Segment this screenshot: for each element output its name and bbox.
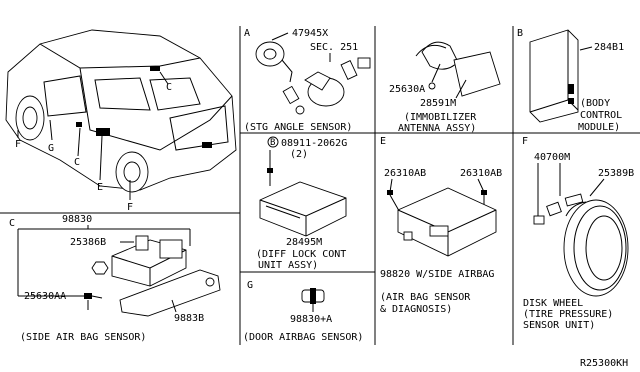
part-28591m: 28591M (420, 98, 456, 109)
side-airbag-sensor-drawing (17, 225, 221, 317)
part-40700m: 40700M (534, 152, 570, 163)
diff-lock-unit-drawing (259, 150, 347, 237)
section-a-letter: A (244, 28, 250, 39)
part-284b1: 284B1 (594, 42, 624, 53)
section-dividers (0, 26, 640, 345)
section-g-letter: G (247, 280, 253, 291)
callout-c-top: C (166, 82, 172, 93)
tire-pressure-sensor-drawing (533, 163, 629, 297)
caption-diff-1: (DIFF LOCK CONT (256, 249, 346, 260)
caption-bcm-3: MODULE) (578, 122, 620, 133)
part-98820-w-side-airbag: 98820 W/SIDE AIRBAG (380, 269, 494, 280)
body-control-module-drawing (529, 29, 593, 123)
svg-text:B: B (270, 138, 275, 148)
callout-e: E (97, 182, 103, 193)
bolt-b-marker: B (267, 136, 279, 148)
section-e-letter: E (380, 136, 386, 147)
part-47945x: 47945X (292, 28, 328, 39)
section-f-letter: F (522, 136, 528, 147)
callout-c: C (74, 157, 80, 168)
callout-g: G (48, 143, 54, 154)
caption-immobilizer-2: ANTENNA ASSY) (398, 123, 476, 134)
callout-f-right: F (127, 202, 133, 213)
part-26310ab-right: 26310AB (460, 168, 502, 179)
section-c-letter: C (9, 218, 15, 229)
caption-side-airbag: (SIDE AIR BAG SENSOR) (20, 332, 146, 343)
door-airbag-sensor-drawing (301, 288, 325, 312)
caption-tpms-2: (TIRE PRESSURE) (523, 309, 613, 320)
part-9883b: 9883B (174, 313, 204, 324)
part-98830-a: 98830+A (290, 314, 332, 325)
part-28495m: 28495M (286, 237, 322, 248)
callout-f-left: F (15, 139, 21, 150)
caption-airbag-1: (AIR BAG SENSOR (380, 292, 471, 303)
caption-tpms-1: DISK WHEEL (523, 298, 583, 309)
part-98830: 98830 (62, 214, 92, 225)
part-25630a: 25630A (389, 84, 425, 95)
caption-door-airbag: (DOOR AIRBAG SENSOR) (243, 332, 363, 343)
part-26310ab-left: 26310AB (384, 168, 426, 179)
caption-bcm-1: (BODY (580, 98, 610, 109)
part-25630aa: 25630AA (24, 291, 66, 302)
caption-immobilizer-1: (IMMOBILIZER (404, 112, 477, 123)
immobilizer-antenna-drawing (415, 41, 501, 99)
part-25389b: 25389B (598, 168, 634, 179)
stg-angle-sensor-drawing (255, 32, 371, 115)
air-bag-sensor-drawing (387, 178, 497, 257)
caption-airbag-2: & DIAGNOSIS) (380, 304, 452, 315)
part-25386b: 25386B (70, 237, 106, 248)
caption-tpms-3: SENSOR UNIT) (523, 320, 595, 331)
part-08911-2062g: 08911-2062G (281, 138, 347, 149)
bolt-quantity: (2) (290, 149, 308, 160)
caption-bcm-2: CONTROL (580, 110, 622, 121)
part-sec-251: SEC. 251 (310, 42, 358, 53)
vehicle-illustration (5, 29, 237, 200)
diagram-code: R25300KH (580, 358, 628, 369)
section-b-letter: B (517, 28, 523, 39)
caption-stg-angle-sensor: (STG ANGLE SENSOR) (244, 122, 352, 133)
caption-diff-2: UNIT ASSY) (258, 260, 318, 271)
